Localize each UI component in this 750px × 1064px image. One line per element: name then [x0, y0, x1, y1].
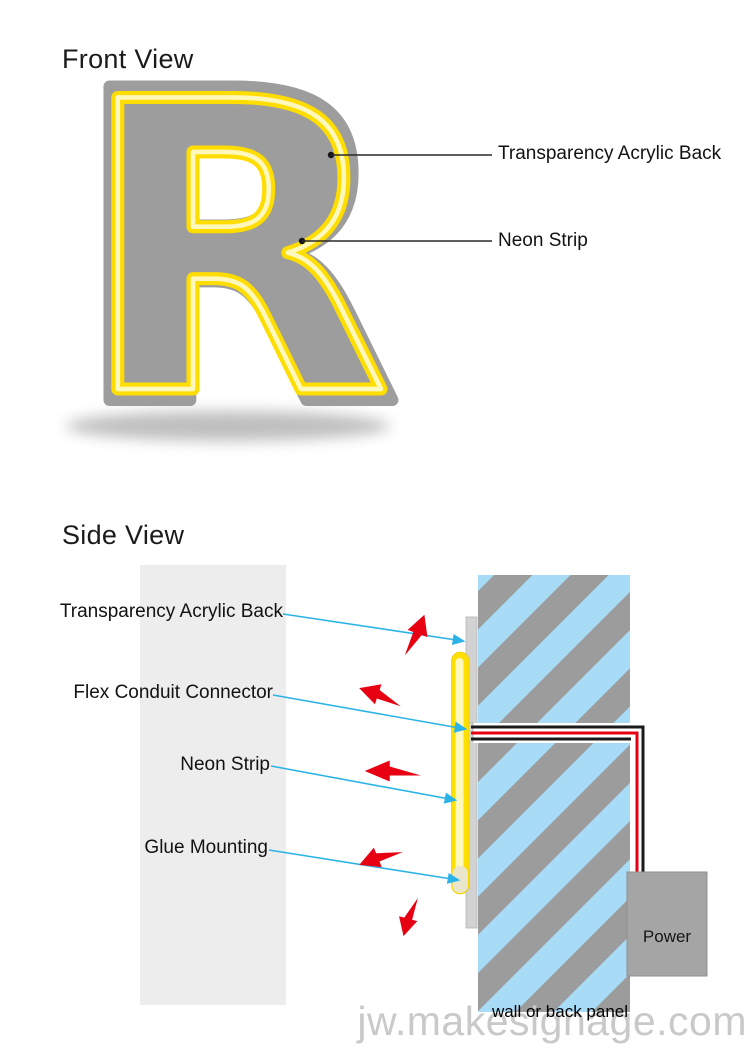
front-callout-neon-strip: Neon Strip	[498, 230, 588, 251]
wall	[478, 575, 630, 1012]
wall-caption: wall or back panel	[491, 1002, 629, 1021]
leader-acrylic-back	[282, 613, 466, 645]
side-callout-neon-strip: Neon Strip	[180, 754, 270, 775]
front-view-diagram: R R R	[64, 0, 492, 508]
neon-strip-letter: R	[81, 19, 389, 484]
front-callout-acrylic-back: Transparency Acrylic Back	[498, 143, 722, 164]
acrylic-letter: R	[70, 2, 401, 502]
neon-tube-highlight	[455, 658, 464, 884]
neon-strip-highlight: R	[81, 19, 389, 484]
leader-conduit-connector	[272, 694, 468, 733]
side-callout-glue-mounting: Glue Mounting	[144, 837, 268, 858]
red-arrow	[364, 760, 421, 782]
label-backdrop	[140, 565, 286, 1005]
watermark: jw.makesignage.com	[357, 998, 747, 1044]
power-box-label: Power	[642, 927, 692, 946]
red-arrow	[394, 894, 424, 939]
front-view-title: Front View	[62, 44, 194, 74]
power-box	[626, 871, 708, 977]
side-callout-conduit-connector: Flex Conduit Connector	[73, 682, 273, 703]
letter-shadow	[66, 411, 390, 441]
red-arrow	[355, 838, 405, 875]
leader-neon-strip	[270, 765, 458, 804]
side-view-title: Side View	[62, 520, 185, 550]
side-callout-acrylic-back: Transparency Acrylic Back	[59, 601, 283, 622]
red-arrow	[355, 678, 406, 712]
side-view-diagram	[140, 565, 708, 1012]
wire-red	[471, 731, 639, 873]
wire-black-top	[471, 725, 645, 873]
